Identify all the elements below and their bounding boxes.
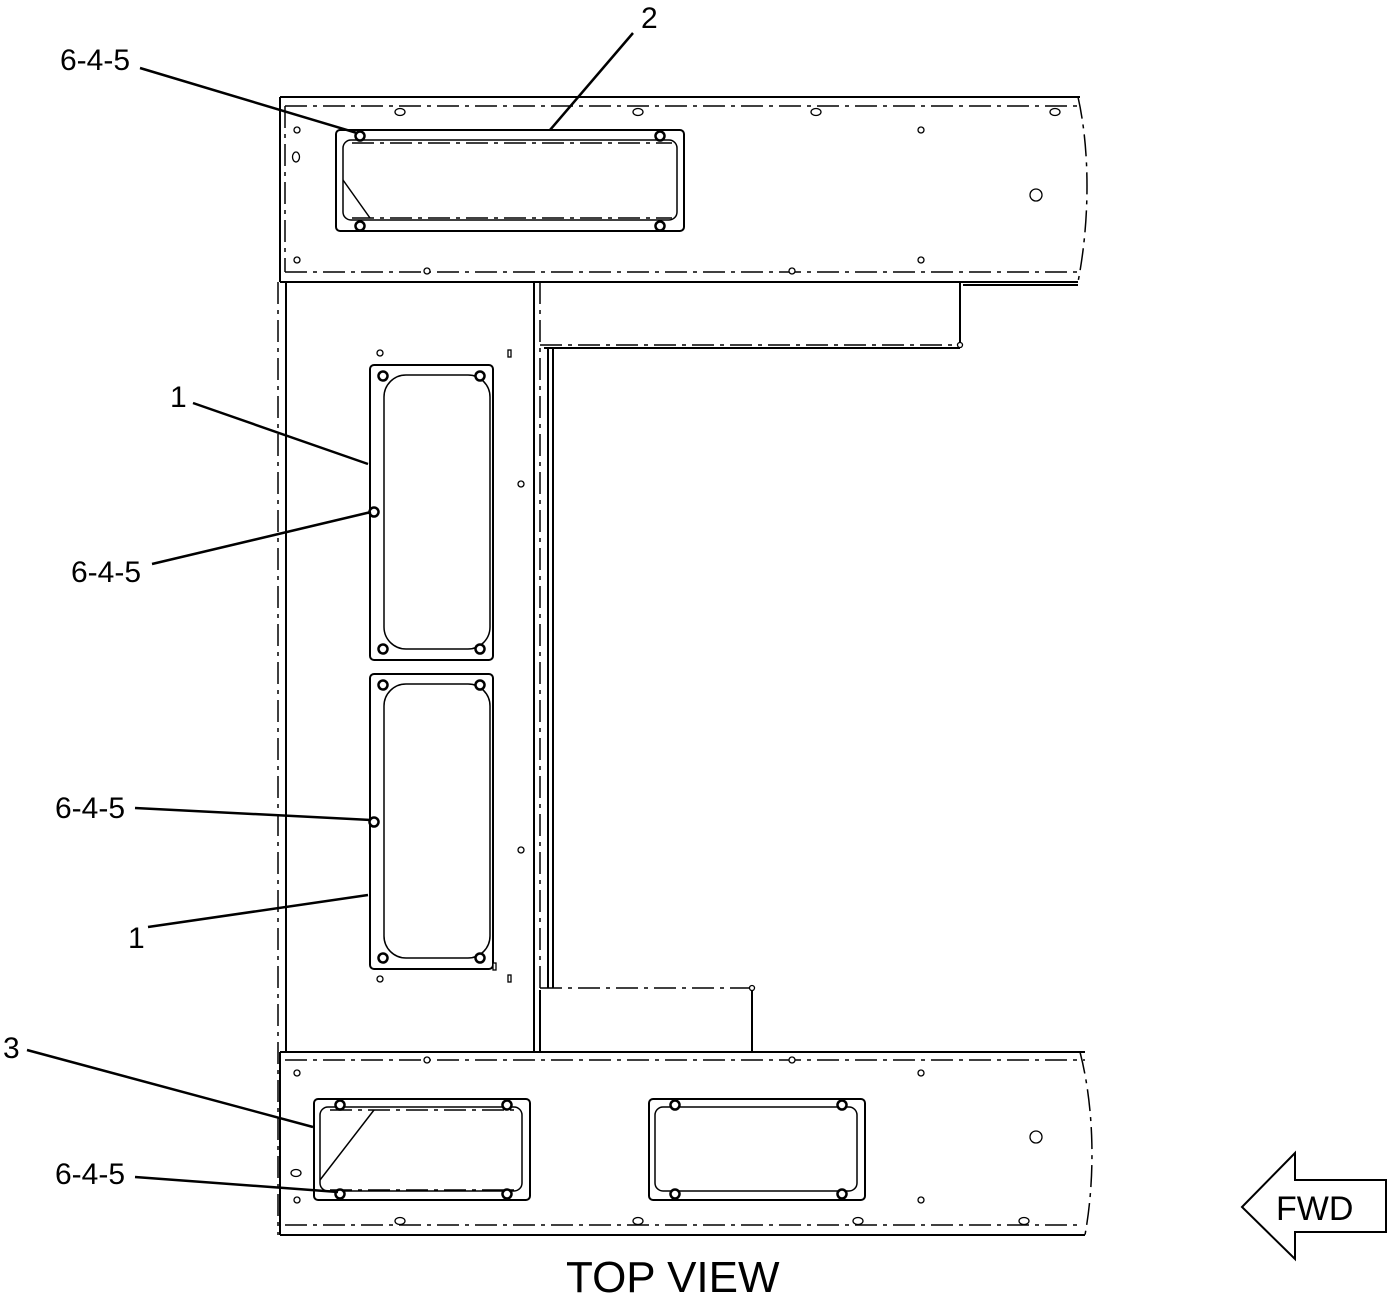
access-panel-1-upper: [368, 364, 494, 661]
leader-lines: [26, 32, 634, 1194]
callout-1-upper: 1: [170, 381, 187, 414]
callout-3: 3: [3, 1032, 20, 1065]
access-panel-2: [335, 129, 685, 232]
access-panel-1-lower: [368, 673, 494, 970]
fwd-arrow: FWD: [1240, 1150, 1387, 1262]
view-title: TOP VIEW: [566, 1253, 780, 1302]
bottom-panel: [279, 1051, 1093, 1236]
vertical-panel: [277, 281, 541, 1235]
callout-2: 2: [641, 2, 658, 35]
callout-6-4-5-top: 6-4-5: [60, 44, 130, 77]
callout-1-lower: 1: [128, 922, 145, 955]
callout-6-4-5-lower: 6-4-5: [55, 792, 125, 825]
inner-channel: [539, 281, 1078, 1052]
access-panel-3: [313, 1098, 531, 1201]
fwd-label: FWD: [1276, 1190, 1353, 1228]
access-panel-bottom-right: [648, 1098, 866, 1201]
fastener-holes: [290, 107, 1061, 1226]
callout-6-4-5-bottom: 6-4-5: [55, 1158, 125, 1191]
callout-6-4-5-upper: 6-4-5: [71, 556, 141, 589]
